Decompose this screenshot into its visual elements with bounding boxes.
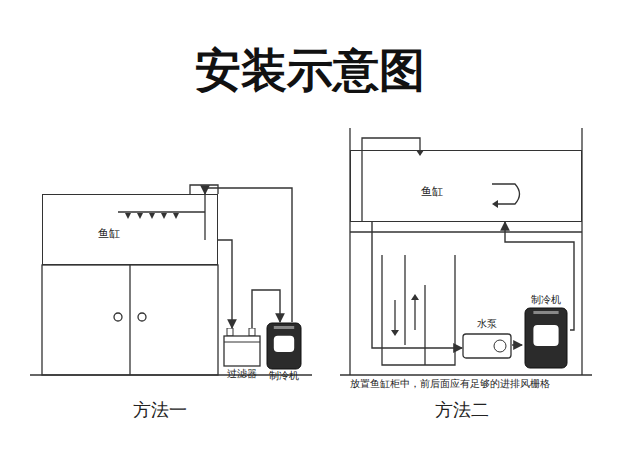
chiller-unit: 制冷机 <box>522 294 570 369</box>
water-pipe <box>252 290 280 328</box>
filter-unit: 过滤器 <box>222 328 262 381</box>
cabinet-door-split <box>129 265 130 375</box>
spray-bar <box>118 211 205 212</box>
part-label: 水泵 <box>452 318 522 331</box>
water-pipe <box>205 188 292 322</box>
water-pump: 水泵 <box>462 318 512 359</box>
chiller-unit: 制冷机 <box>264 322 304 383</box>
method-caption: 方法二 <box>412 398 512 422</box>
water-pipe <box>218 240 232 328</box>
cabinet-top <box>350 231 582 232</box>
pump-shape <box>462 331 512 359</box>
filter-shape <box>222 328 262 368</box>
arrow-head <box>391 330 399 336</box>
spray-nozzles <box>125 213 179 219</box>
water-pipe <box>372 222 462 348</box>
cabinet <box>42 265 218 375</box>
part-label: 制冷机 <box>254 370 314 383</box>
tank-label: 鱼缸 <box>98 227 120 241</box>
tank-label: 鱼缸 <box>421 185 443 199</box>
flow-arrow <box>492 184 520 204</box>
return-pipe <box>204 194 205 240</box>
floor-line <box>340 374 592 375</box>
door-knob <box>114 313 122 321</box>
door-knob <box>138 313 146 321</box>
fish-tank: 鱼缸 <box>42 194 218 265</box>
note: 放置鱼缸柜中，前后面应有足够的进排风栅格 <box>350 378 590 391</box>
chiller2-shape <box>522 307 570 369</box>
flow-arrow <box>414 300 415 330</box>
arrow-head <box>492 200 498 208</box>
title: 安装示意图 <box>0 40 620 102</box>
sump-baffle <box>404 255 405 345</box>
tank-edge <box>190 185 218 194</box>
part-label: 制冷机 <box>512 294 580 307</box>
arrow-head <box>411 294 419 300</box>
part-label: 过滤器 <box>212 368 272 381</box>
sump-baffle <box>424 285 425 365</box>
flow-arrow <box>394 300 395 330</box>
fish-tank: 鱼缸 <box>350 150 582 222</box>
water-pipe <box>512 344 522 345</box>
chiller-shape <box>264 322 304 370</box>
method-caption: 方法一 <box>110 398 210 422</box>
